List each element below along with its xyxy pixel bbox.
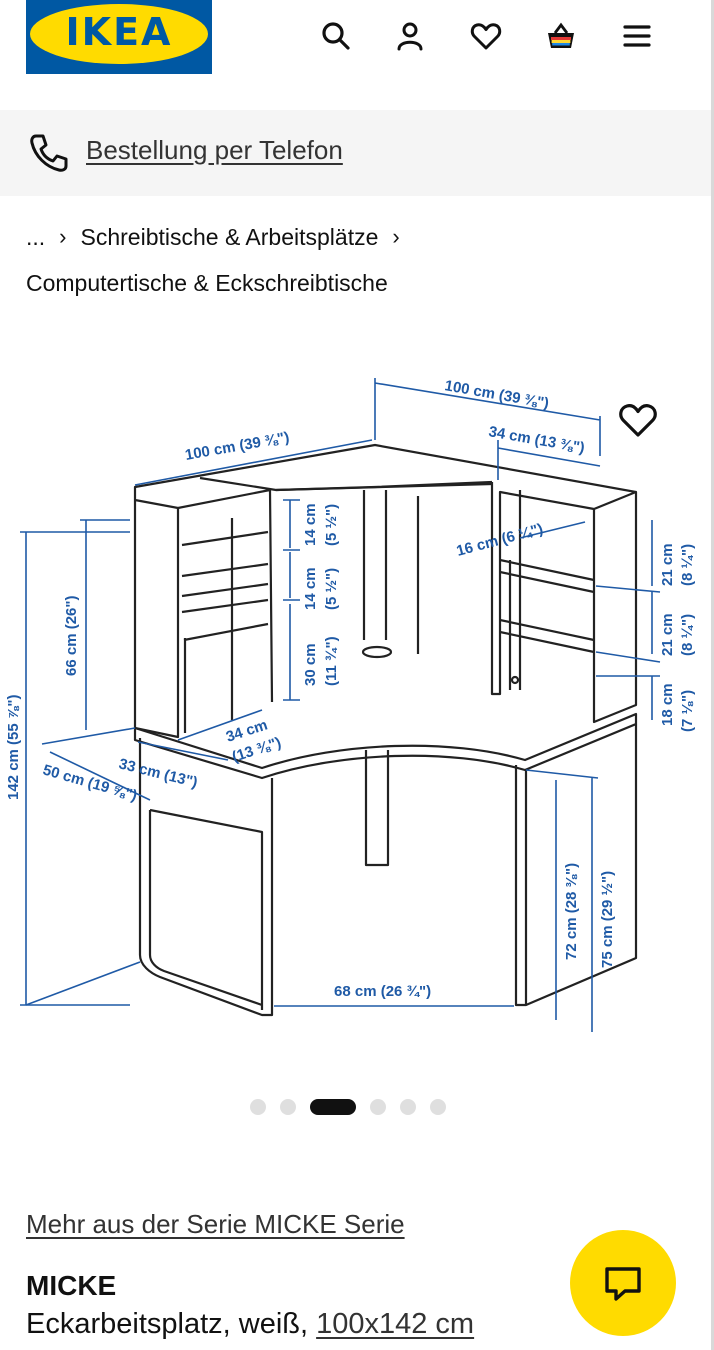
chat-bubble-icon — [605, 1267, 641, 1301]
dim-left-shelf-1-in: (5 ½") — [323, 504, 340, 546]
carousel-dot[interactable] — [280, 1099, 296, 1115]
search-icon[interactable] — [318, 18, 354, 54]
dim-left-shelf-2: 14 cm — [302, 567, 319, 610]
carousel-dot-active[interactable] — [310, 1099, 356, 1115]
carousel-dot[interactable] — [400, 1099, 416, 1115]
breadcrumb: ... › Schreibtische & Arbeitsplätze › — [26, 222, 400, 252]
wishlist-heart-icon[interactable] — [468, 18, 504, 54]
series-link[interactable]: Mehr aus der Serie MICKE Serie — [26, 1209, 405, 1239]
dim-hutch-height: 66 cm (26") — [63, 596, 80, 677]
product-description: Eckarbeitsplatz, weiß, 100x142 cm — [26, 1308, 474, 1341]
carousel-dot[interactable] — [430, 1099, 446, 1115]
dim-desk-height: 75 cm (29 ½") — [599, 871, 616, 968]
dim-leg-width: 68 cm (26 ¾") — [334, 983, 431, 1000]
dim-left-shelf-3-in: (11 ¾") — [323, 636, 340, 686]
logo-oval — [30, 4, 208, 64]
dim-right-shelf-2: 21 cm — [659, 613, 676, 656]
shopping-bag-icon[interactable] — [543, 18, 579, 54]
dimension-lines — [20, 378, 661, 1032]
chevron-right-icon: › — [59, 224, 67, 249]
desk-outline — [133, 443, 638, 1017]
dim-right-shelf-2-in: (8 ¼") — [679, 614, 696, 656]
chevron-right-icon: › — [392, 224, 400, 249]
breadcrumb-second-line: Computertische & Eckschreibtische — [26, 268, 388, 298]
phone-order-bar: Bestellung per Telefon — [0, 110, 714, 196]
site-header: IKEA — [0, 0, 714, 110]
chat-button[interactable] — [570, 1230, 676, 1336]
breadcrumb-item-desks[interactable]: Schreibtische & Arbeitsplätze — [80, 224, 379, 250]
product-dimension-drawing[interactable]: 100 cm (39 ⅜") 100 cm (39 ⅜") 34 cm (13 … — [0, 330, 714, 1050]
dim-right-shelf-1-in: (8 ¼") — [679, 544, 696, 586]
page-edge-divider — [711, 0, 714, 1350]
product-description-text: Eckarbeitsplatz, weiß, — [26, 1308, 309, 1340]
breadcrumb-item-computer-desks[interactable]: Computertische & Eckschreibtische — [26, 270, 388, 296]
phone-icon — [30, 134, 68, 172]
dim-right-shelf-1: 21 cm — [659, 543, 676, 586]
logo-text: IKEA — [65, 10, 173, 54]
ikea-logo[interactable]: IKEA — [26, 0, 212, 74]
menu-icon[interactable] — [619, 18, 655, 54]
dim-left-shelf-2-in: (5 ½") — [323, 568, 340, 610]
dim-right-shelf-3-in: (7 ⅛") — [679, 690, 696, 732]
product-size-link[interactable]: 100x142 cm — [316, 1308, 475, 1340]
dim-hutch-depth: 34 cm (13 ⅜") — [487, 423, 586, 457]
carousel-dot[interactable] — [250, 1099, 266, 1115]
dim-top-back-width: 100 cm (39 ⅜") — [443, 377, 550, 412]
image-carousel-dots — [250, 1099, 446, 1115]
breadcrumb-ellipsis[interactable]: ... — [26, 224, 46, 250]
phone-order-link[interactable]: Bestellung per Telefon — [86, 135, 343, 165]
dim-left-shelf-3: 30 cm — [302, 643, 319, 686]
account-icon[interactable] — [392, 18, 428, 54]
dim-total-height: 142 cm (55 ⅞") — [5, 694, 22, 800]
save-to-list-heart-icon[interactable] — [618, 400, 658, 440]
dim-left-shelf-1: 14 cm — [302, 503, 319, 546]
product-name: MICKE — [26, 1270, 117, 1301]
dim-under-height: 72 cm (28 ⅜") — [563, 863, 580, 960]
dim-right-shelf-3: 18 cm — [659, 683, 676, 726]
carousel-dot[interactable] — [370, 1099, 386, 1115]
